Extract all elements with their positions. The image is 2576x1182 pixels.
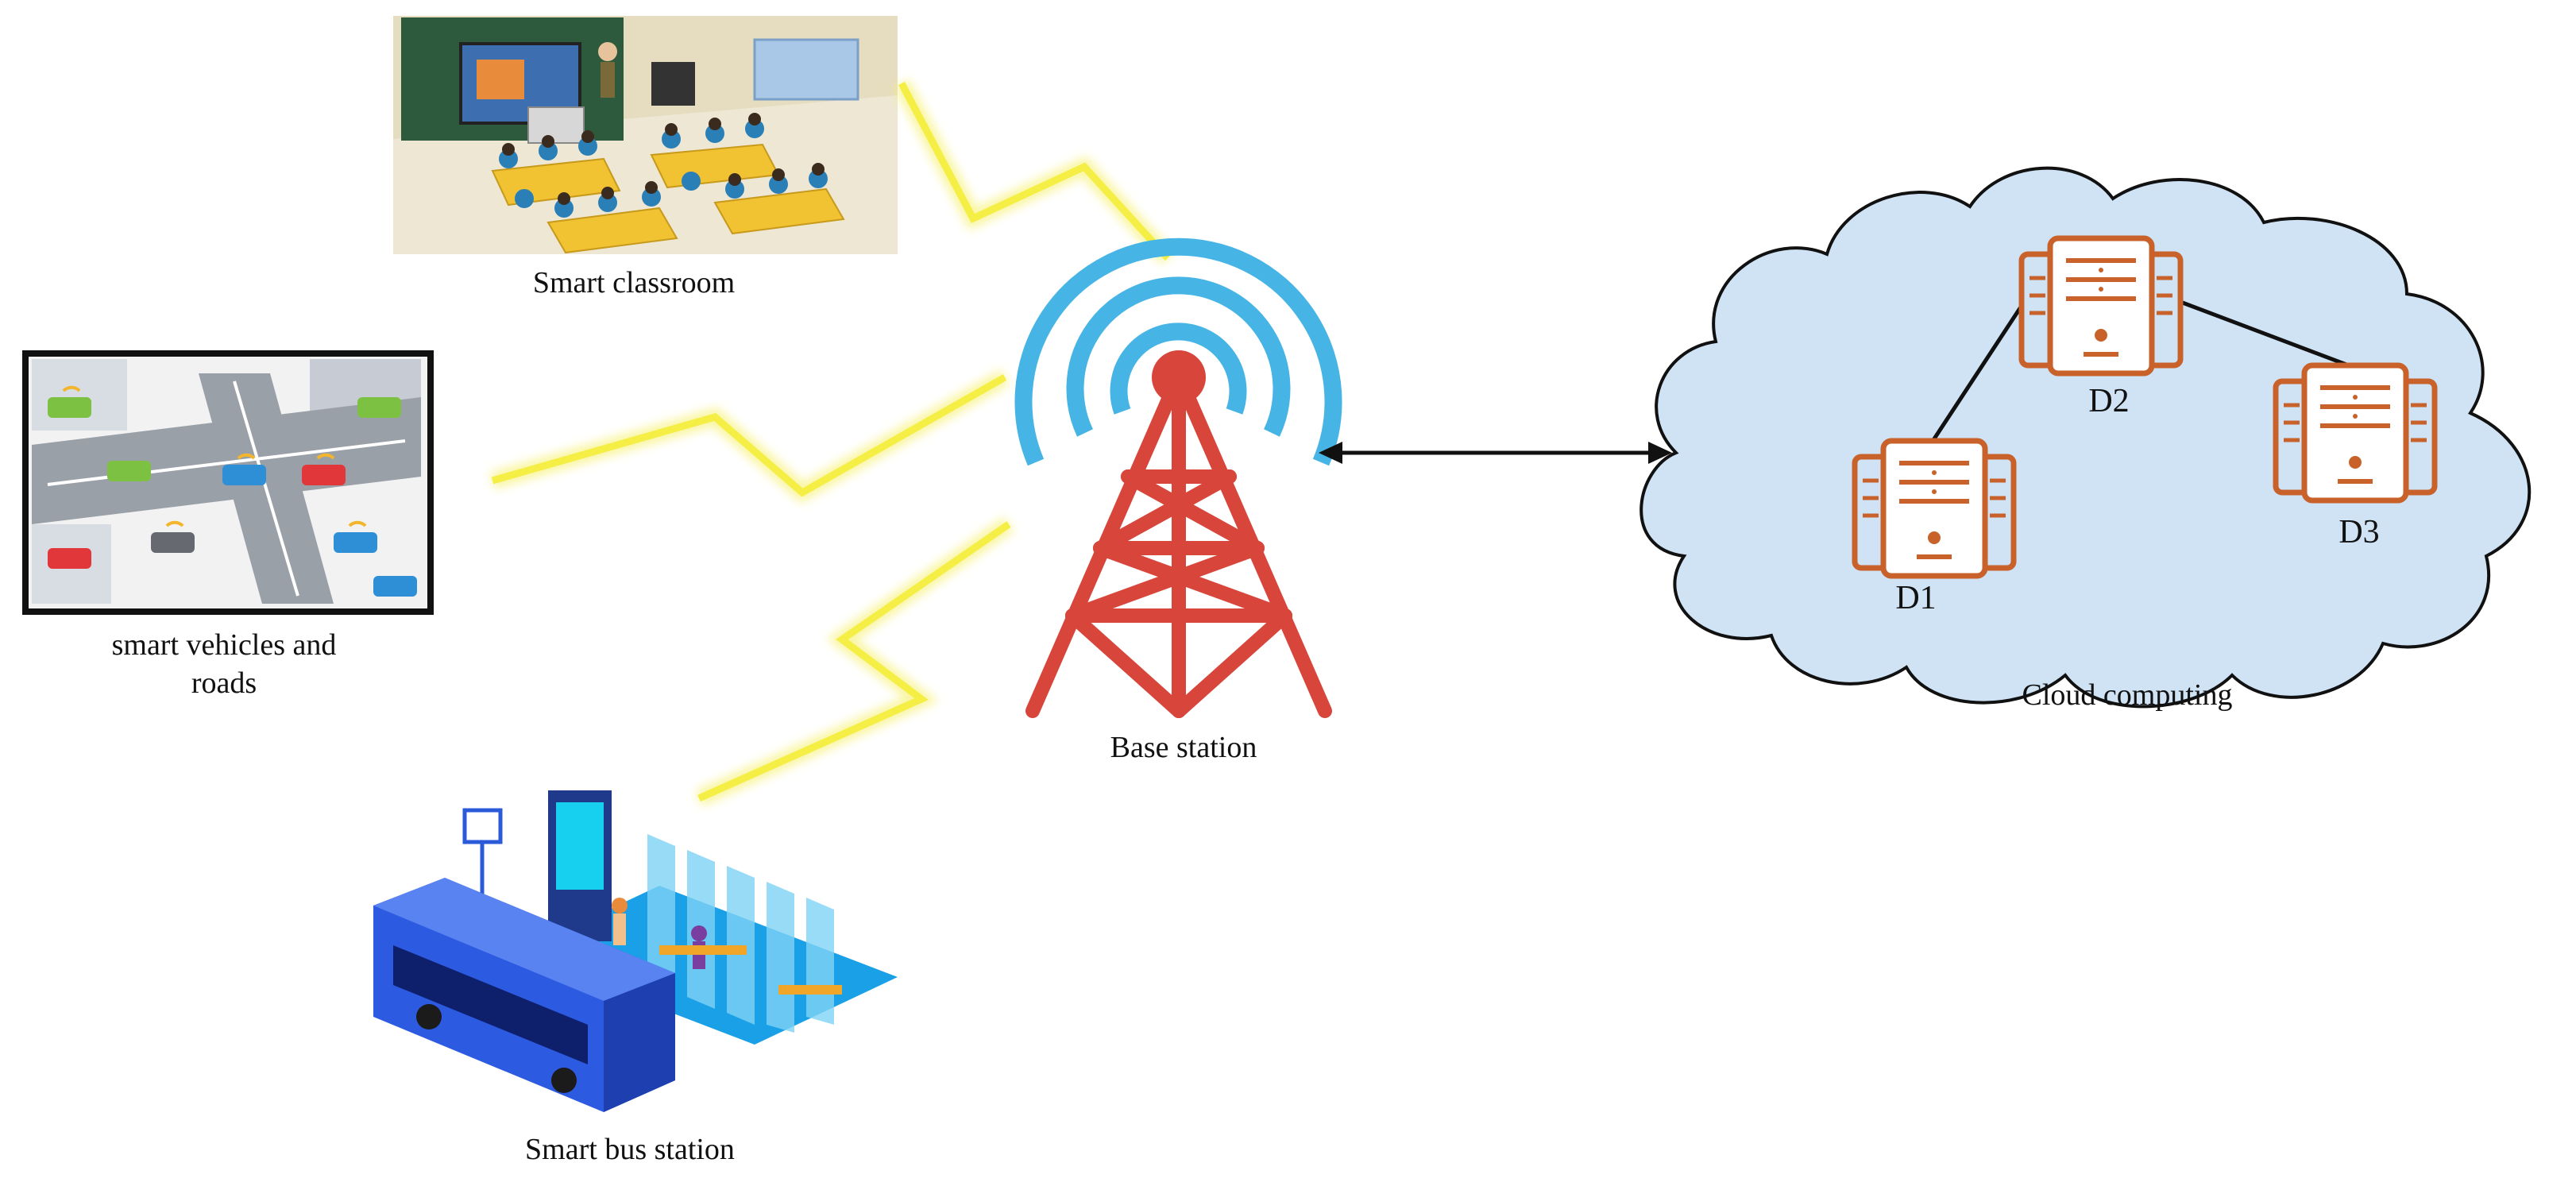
smart-classroom-illustration <box>393 16 898 254</box>
signal-bolt-vehicles <box>489 369 1010 504</box>
caption-smart-classroom: Smart classroom <box>533 266 735 299</box>
cloud-shape <box>1639 166 2532 709</box>
caption-vehicles-line2: roads <box>191 666 257 700</box>
caption-cloud-computing: Cloud computing <box>2022 678 2233 712</box>
caption-smart-bus-station: Smart bus station <box>525 1133 735 1166</box>
smart-bus-station-illustration <box>373 790 898 1112</box>
signal-bolt-classroom <box>894 79 1175 265</box>
label-d2: D2 <box>2088 383 2129 419</box>
bidirectional-arrow <box>1319 442 1672 464</box>
label-d1: D1 <box>1895 580 1936 616</box>
caption-base-station: Base station <box>1110 731 1257 764</box>
signal-links <box>489 79 1175 807</box>
radio-tower-icon <box>1014 238 1342 718</box>
label-d3: D3 <box>2338 514 2379 550</box>
signal-bolt-bus <box>695 516 1014 807</box>
smart-vehicles-illustration <box>22 350 434 615</box>
server-links <box>1928 299 2360 446</box>
caption-vehicles-line1: smart vehicles and <box>112 628 337 662</box>
